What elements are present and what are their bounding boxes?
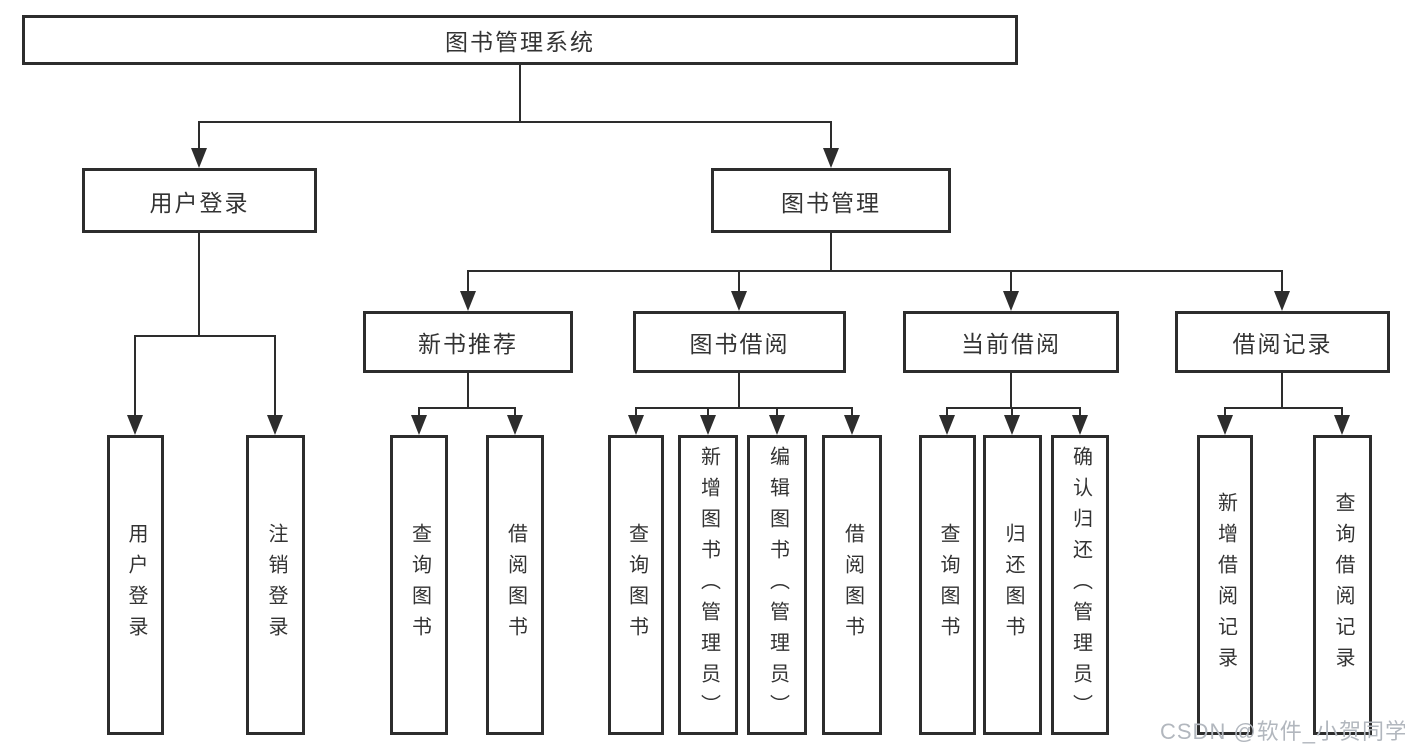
node-current-borrow: 当前借阅 [903,311,1119,373]
watermark: CSDN @软件_小贺同学 [1160,719,1405,744]
arrow-down-icon [127,415,143,435]
arrow-down-icon [844,415,860,435]
leaf-confirm-return-admin: 确认归还（管理员） [1051,435,1109,735]
node-user-login: 用户登录 [82,168,317,233]
leaf-add-book-admin: 新增图书（管理员） [678,435,738,735]
arrow-down-icon [507,415,523,435]
connector-line [198,121,200,150]
leaf-label: 借阅图书 [841,523,864,647]
leaf-label: 查询借阅记录 [1332,492,1354,678]
connector-line [1010,270,1012,293]
arrow-down-icon [267,415,283,435]
connector-line [198,233,200,336]
leaf-label: 新增图书（管理员） [697,445,720,725]
leaf-borrow-books: 借阅图书 [822,435,882,735]
leaf-label: 查询图书 [408,523,431,647]
connector-line [1011,407,1013,417]
leaf-query-books-current: 查询图书 [919,435,976,735]
connector-line [419,407,516,409]
leaf-label: 新增借阅记录 [1214,492,1237,678]
connector-line [467,270,469,293]
leaf-label: 归还图书 [1002,523,1024,647]
connector-line [947,407,1081,409]
arrow-down-icon [731,291,747,311]
leaf-borrow-books-recommend: 借阅图书 [486,435,544,735]
leaf-label: 注销登录 [265,523,287,647]
arrow-down-icon [823,148,839,168]
leaf-label: 编辑图书（管理员） [766,445,789,725]
arrow-down-icon [1274,291,1290,311]
connector-line [1225,407,1342,409]
arrow-down-icon [411,415,427,435]
leaf-label: 借阅图书 [504,523,527,647]
arrow-down-icon [769,415,785,435]
connector-line [1079,407,1081,417]
connector-line [199,121,832,123]
leaf-edit-book-admin: 编辑图书（管理员） [747,435,807,735]
leaf-user-login: 用户登录 [107,435,164,735]
connector-line [946,407,948,417]
connector-line [851,407,853,417]
connector-line [830,233,832,271]
node-root: 图书管理系统 [22,15,1018,65]
connector-line [1341,407,1343,417]
arrow-down-icon [628,415,644,435]
connector-line [1224,407,1226,417]
arrow-down-icon [1217,415,1233,435]
arrow-down-icon [1334,415,1350,435]
connector-line [636,407,852,409]
arrow-down-icon [1004,415,1020,435]
connector-line [1281,373,1283,408]
connector-line [467,373,469,408]
leaf-add-borrow-record: 新增借阅记录 [1197,435,1253,735]
leaf-query-books-recommend: 查询图书 [390,435,448,735]
leaf-label: 查询图书 [937,523,959,647]
arrow-down-icon [191,148,207,168]
connector-line [635,407,637,417]
leaf-label: 用户登录 [125,523,147,647]
connector-line [468,270,1282,272]
node-new-book-recommend: 新书推荐 [363,311,573,373]
connector-line [134,335,136,417]
leaf-logout: 注销登录 [246,435,305,735]
node-borrow-records: 借阅记录 [1175,311,1390,373]
connector-line [274,335,276,417]
connector-line [738,373,740,408]
node-book-borrow: 图书借阅 [633,311,846,373]
arrow-down-icon [700,415,716,435]
connector-line [738,270,740,293]
node-book-management: 图书管理 [711,168,951,233]
leaf-query-borrow-record: 查询借阅记录 [1313,435,1372,735]
connector-line [830,121,832,150]
leaf-query-books-borrow: 查询图书 [608,435,664,735]
arrow-down-icon [939,415,955,435]
connector-line [1281,270,1283,293]
connector-line [418,407,420,417]
arrow-down-icon [1003,291,1019,311]
connector-line [135,335,276,337]
connector-line [519,65,521,123]
arrow-down-icon [1072,415,1088,435]
connector-line [776,407,778,417]
leaf-label: 查询图书 [625,523,648,647]
connector-line [514,407,516,417]
connector-line [707,407,709,417]
leaf-return-book: 归还图书 [983,435,1042,735]
arrow-down-icon [460,291,476,311]
leaf-label: 确认归还（管理员） [1069,445,1092,725]
connector-line [1010,373,1012,408]
